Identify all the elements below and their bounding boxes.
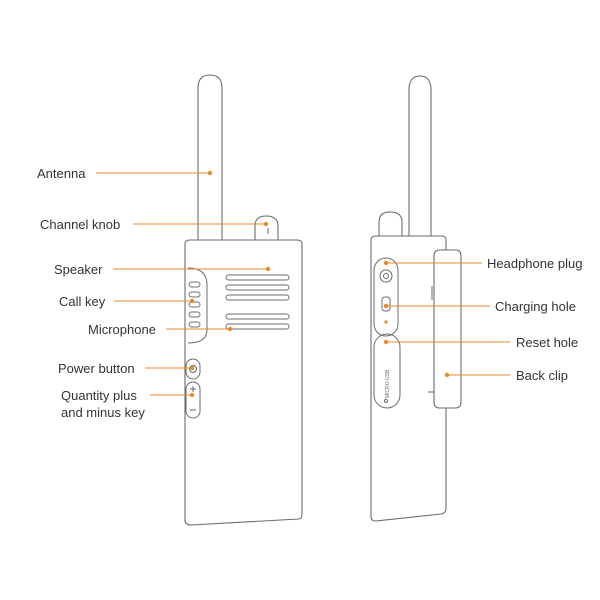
label-reset-hole: Reset hole <box>516 335 579 350</box>
reset-pin <box>384 320 388 324</box>
label-power-button: Power button <box>58 361 135 376</box>
speaker-grille <box>225 274 290 330</box>
label-charging-hole: Charging hole <box>495 299 576 314</box>
usb-cover <box>373 333 401 409</box>
volume-rocker-shape <box>185 381 201 419</box>
call-key-ridges <box>188 281 201 328</box>
side-channel-knob <box>378 211 403 239</box>
call-key-frame <box>187 267 208 344</box>
leader-lines <box>96 170 510 398</box>
label-quantity-line2: and minus key <box>61 405 145 420</box>
label-channel-knob: Channel knob <box>40 217 121 232</box>
label-microphone: Microphone <box>88 322 156 337</box>
charging-port <box>381 296 391 312</box>
front-view <box>184 74 303 526</box>
label-headphone-plug: Headphone plug <box>487 256 583 271</box>
headphone-cover <box>373 257 399 337</box>
front-channel-knob <box>254 215 279 243</box>
front-body <box>184 239 303 526</box>
label-antenna: Antenna <box>37 166 86 181</box>
power-button-shape <box>185 358 201 380</box>
usb-port-text: MICRO USB <box>385 369 391 398</box>
label-quantity-line1: Quantity plus <box>61 388 137 403</box>
front-antenna <box>197 74 223 243</box>
power-icon <box>189 365 197 373</box>
label-back-clip: Back clip <box>516 368 569 383</box>
label-speaker: Speaker <box>54 262 103 277</box>
headphone-jack <box>379 269 393 283</box>
side-antenna <box>408 75 432 239</box>
back-clip-shape <box>433 249 462 409</box>
side-view: MICRO USB <box>370 75 462 522</box>
label-call-key: Call key <box>59 294 106 309</box>
